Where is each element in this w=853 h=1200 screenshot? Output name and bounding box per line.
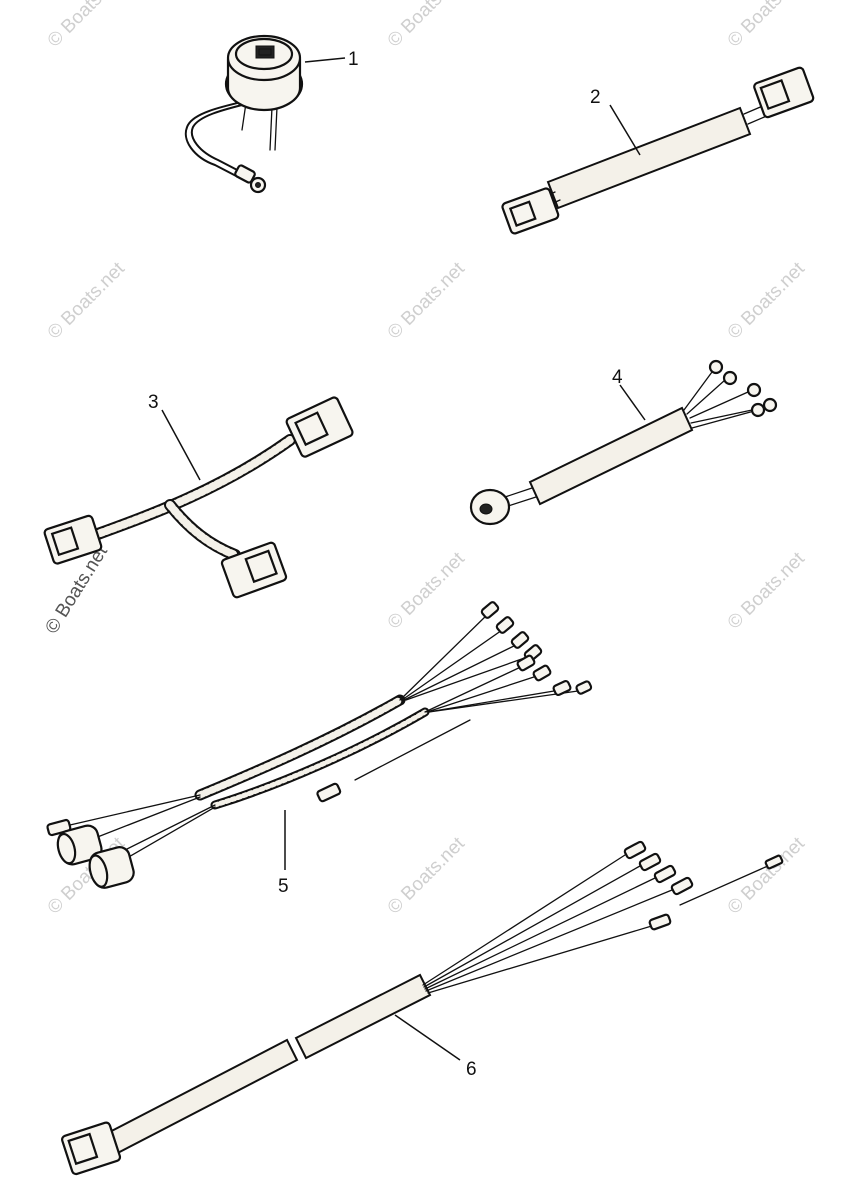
- watermark: © Boats.net: [384, 833, 470, 919]
- callout-4: 4: [612, 367, 623, 388]
- watermark: © Boats.net: [724, 258, 810, 344]
- leader-lines: [161, 57, 646, 1061]
- watermark: © Boats.net: [384, 548, 470, 634]
- callout-1: 1: [348, 49, 359, 70]
- part-1-gauge: [185, 34, 304, 194]
- watermark: © Boats.net: [384, 258, 470, 344]
- callout-6: 6: [466, 1059, 477, 1080]
- part-4-pigtail-harness: [469, 359, 778, 526]
- part-3-y-harness: [43, 396, 354, 599]
- watermark: © Boats.net: [44, 258, 130, 344]
- part-6-long-harness: [61, 840, 784, 1176]
- callout-2: 2: [590, 87, 601, 108]
- part-2-extension-harness: [501, 66, 815, 235]
- callout-3: 3: [148, 392, 159, 413]
- part-5-main-harness: [46, 601, 593, 889]
- watermark: © Boats.net: [724, 833, 810, 919]
- callout-5: 5: [278, 876, 289, 897]
- watermark: © Boats.net: [724, 0, 810, 52]
- callout-labels: 1 2 3 4 5 6: [148, 49, 623, 1080]
- watermark: © Boats.net: [384, 0, 470, 52]
- watermark: © Boats.net: [44, 0, 130, 52]
- watermark: © Boats.net: [724, 548, 810, 634]
